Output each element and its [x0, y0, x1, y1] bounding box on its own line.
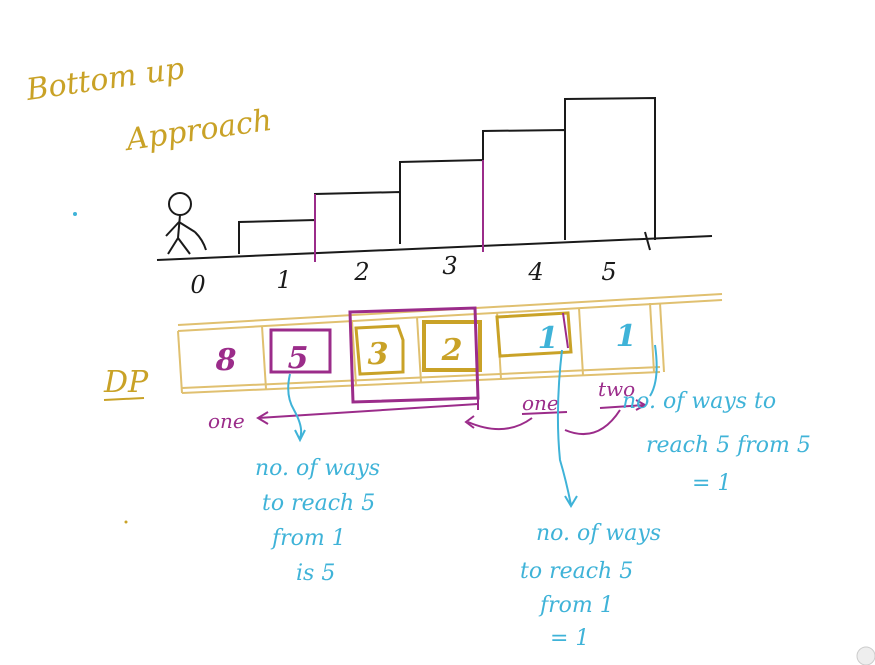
stray-dot — [73, 212, 77, 216]
dp-value-4: 1 — [538, 321, 559, 356]
dp-value-5: 1 — [616, 319, 637, 354]
cyan-pointers — [287, 344, 658, 508]
note-right-line-1: no. of ways to — [622, 389, 776, 414]
step-label-2: 2 — [353, 258, 369, 286]
arrow-label-two: two — [598, 377, 635, 401]
note-left-line-4: is 5 — [296, 561, 335, 586]
dp-value-3: 2 — [441, 333, 463, 368]
dp-cell-2-highlight — [354, 324, 405, 376]
note-right-line-3: = 1 — [692, 471, 731, 496]
dp-cell-1-highlight — [269, 328, 332, 374]
step-label-0: 0 — [190, 271, 205, 299]
dp-cell-4-highlight — [495, 311, 573, 358]
dp-cell-4-divider — [562, 312, 569, 349]
dp-array — [177, 293, 723, 394]
purple-arrows — [256, 398, 648, 435]
arrow-label-one-left: one — [208, 409, 245, 433]
step-label-3: 3 — [442, 252, 457, 280]
title-line-1: Bottom up — [23, 51, 186, 108]
dp-value-1: 5 — [288, 341, 309, 376]
stair-tick — [644, 231, 651, 251]
dp-value-2: 3 — [368, 337, 389, 372]
arrow-label-underline — [521, 411, 568, 415]
note-middle-line-2: to reach 5 — [520, 559, 633, 584]
step-label-1: 1 — [276, 266, 291, 294]
step-label-5: 5 — [601, 258, 616, 286]
corner-icon — [856, 646, 875, 665]
dp-label-underline — [103, 397, 145, 401]
step-label-4: 4 — [527, 258, 543, 286]
note-middle-line-3: from 1 — [538, 593, 614, 618]
arrow-label-one-mid: one — [522, 391, 559, 415]
title-line-2: Approach — [121, 103, 274, 158]
stick-figure-icon — [165, 192, 207, 255]
note-left-line-2: to reach 5 — [262, 491, 375, 516]
note-middle-line-1: no. of ways — [536, 521, 661, 546]
stray-dot — [124, 520, 128, 524]
note-right-line-2: reach 5 from 5 — [646, 433, 811, 458]
note-left-line-3: from 1 — [270, 526, 346, 551]
dp-value-0: 8 — [215, 343, 237, 378]
dp-cell-3-highlight — [422, 320, 482, 372]
note-middle-line-4: = 1 — [550, 626, 589, 651]
note-left-line-1: no. of ways — [255, 456, 380, 481]
dp-label: DP — [103, 365, 149, 400]
